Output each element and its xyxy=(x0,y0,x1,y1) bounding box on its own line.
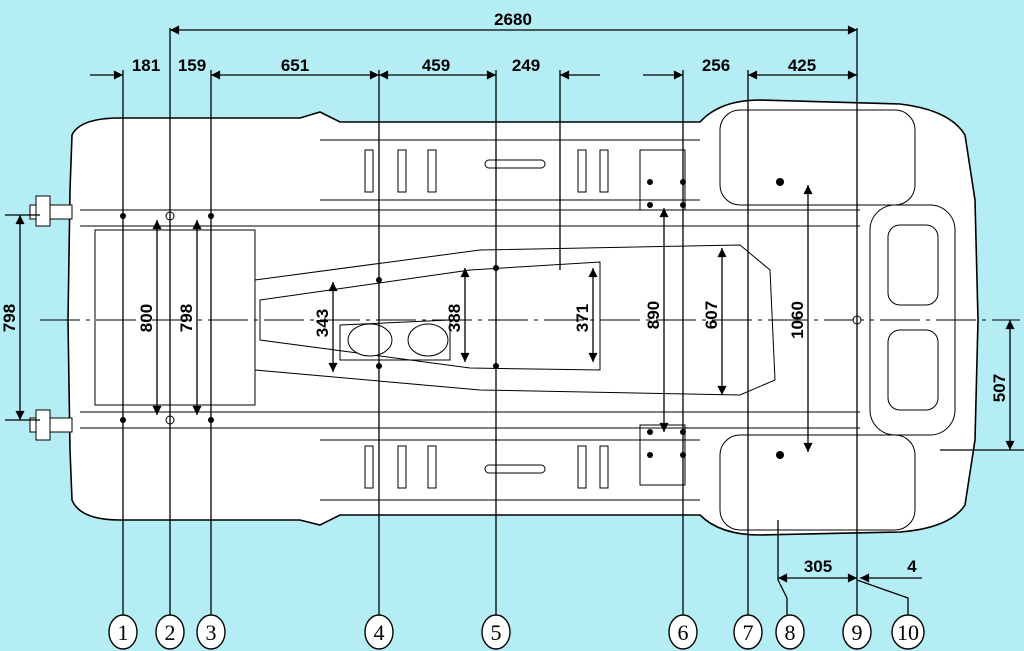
dim-segment-5: 249 xyxy=(512,56,540,75)
callout-9: 9 xyxy=(842,614,872,650)
dim-segment-4: 459 xyxy=(422,56,450,75)
callout-2: 2 xyxy=(155,614,185,650)
vertical-dimensions: 798 800 798 343 388 371 890 607 1060 507 xyxy=(0,185,1024,453)
callout-6: 6 xyxy=(668,614,698,650)
svg-text:9: 9 xyxy=(852,620,863,645)
dim-overall: 2680 xyxy=(494,10,532,29)
callout-4: 4 xyxy=(364,614,394,650)
svg-text:2: 2 xyxy=(165,620,176,645)
reference-lines xyxy=(122,28,909,618)
svg-text:4: 4 xyxy=(374,620,385,645)
svg-text:8: 8 xyxy=(785,620,796,645)
dim-p6: 890 xyxy=(644,301,663,329)
dim-segment-7: 425 xyxy=(788,56,816,75)
control-point-markers xyxy=(120,178,862,459)
callout-8: 8 xyxy=(775,614,805,650)
dim-rear-305: 305 xyxy=(804,557,832,576)
dim-rear-4: 4 xyxy=(907,557,917,576)
callout-10: 10 xyxy=(891,614,925,650)
dim-segment-1: 181 xyxy=(132,56,160,75)
dim-center-a: 343 xyxy=(313,309,332,337)
dim-p8: 1060 xyxy=(788,301,807,339)
callout-5: 5 xyxy=(481,614,511,650)
callout-7: 7 xyxy=(733,614,763,650)
svg-text:1: 1 xyxy=(118,620,129,645)
svg-text:10: 10 xyxy=(897,620,919,645)
dim-p1: 800 xyxy=(137,304,156,332)
dim-segment-6: 256 xyxy=(702,56,730,75)
svg-text:3: 3 xyxy=(206,620,217,645)
dim-segment-3: 651 xyxy=(281,56,309,75)
dim-center-b: 388 xyxy=(445,304,464,332)
dim-rear: 507 xyxy=(990,374,1009,402)
svg-text:5: 5 xyxy=(491,620,502,645)
callout-3: 3 xyxy=(196,614,226,650)
dim-segment-2: 159 xyxy=(178,56,206,75)
car-underbody xyxy=(29,99,1020,536)
horizontal-dimensions: 2680 181 159 651 459 249 256 425 305 4 xyxy=(90,10,922,583)
dim-p6b: 607 xyxy=(702,301,721,329)
callout-1: 1 xyxy=(108,614,138,650)
svg-text:6: 6 xyxy=(678,620,689,645)
point-callouts: 1 2 3 4 5 6 7 8 9 10 xyxy=(108,614,925,650)
dim-center-c: 371 xyxy=(573,304,592,332)
svg-text:7: 7 xyxy=(743,620,754,645)
dim-p3: 798 xyxy=(177,304,196,332)
dim-front-tow: 798 xyxy=(0,304,19,332)
